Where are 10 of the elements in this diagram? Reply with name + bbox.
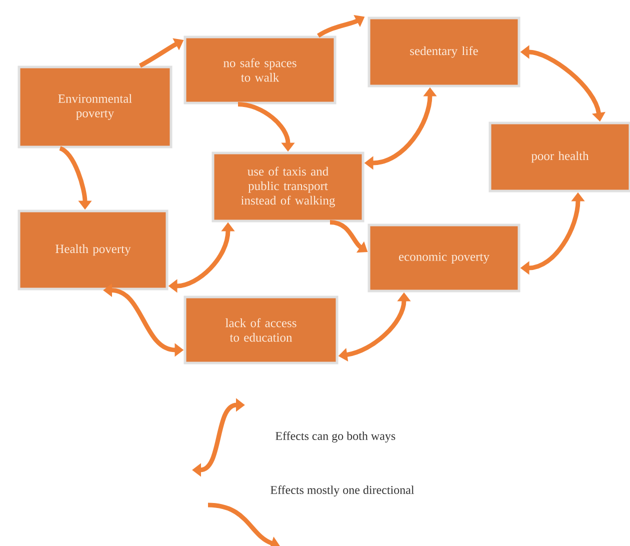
legend-text: Effects can go both ways bbox=[276, 431, 396, 442]
process-box: poor health bbox=[488, 122, 630, 192]
legend-text: Effects mostly one directional bbox=[270, 485, 414, 496]
process-box: Environmental poverty bbox=[18, 66, 172, 148]
process-box: sedentary life bbox=[368, 16, 520, 88]
process-box: use of taxis and public transport instead of walking bbox=[212, 152, 364, 222]
process-box: lack of access to education bbox=[184, 296, 338, 364]
process-box: no safe spaces to walk bbox=[184, 36, 336, 104]
process-box: Health poverty bbox=[18, 210, 168, 290]
process-box: economic poverty bbox=[368, 224, 520, 292]
